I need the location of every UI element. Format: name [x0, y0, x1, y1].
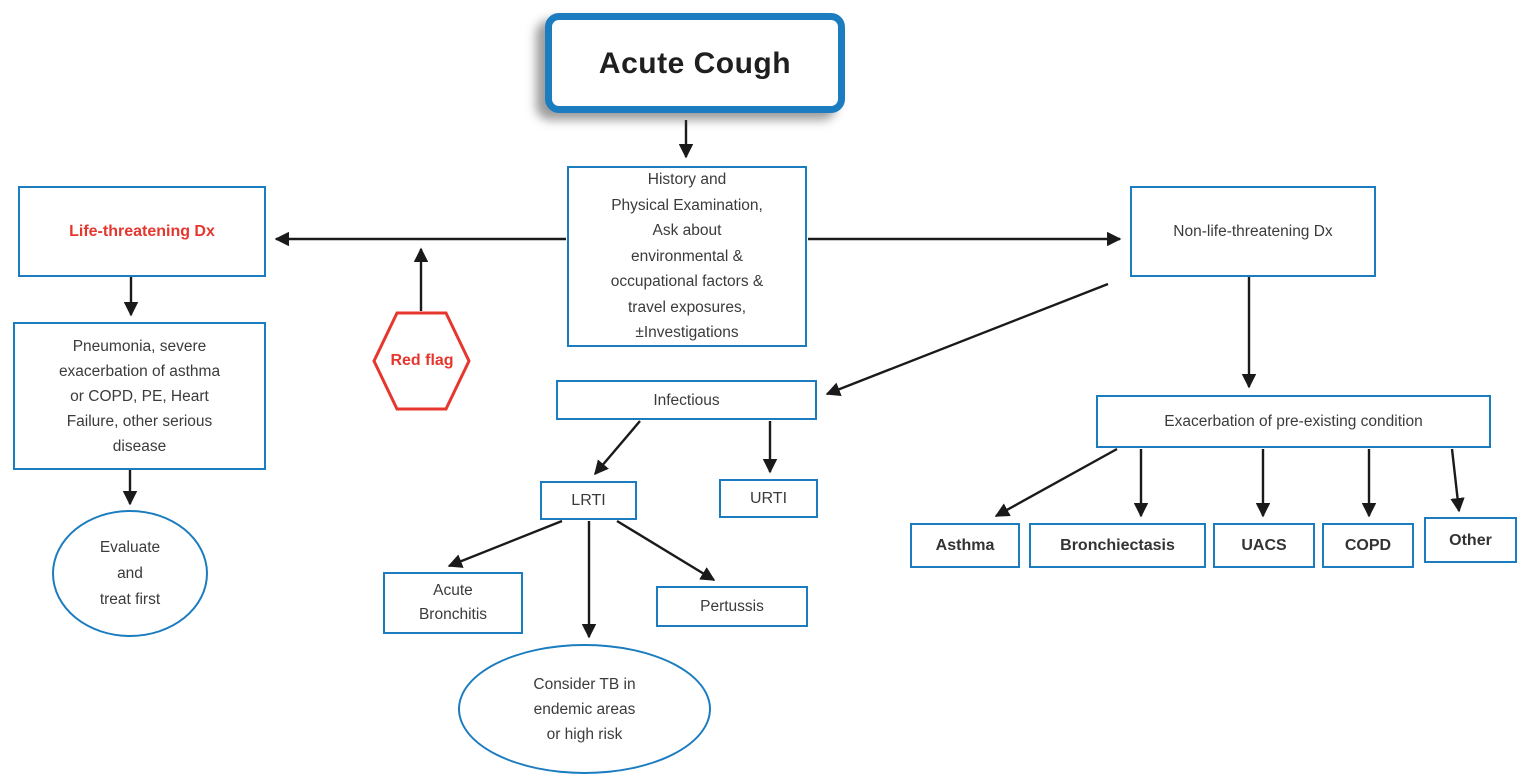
node-pneumonia-serious-disease: Pneumonia, severe exacerbation of asthma… [13, 322, 266, 470]
node-acute-cough-label: Acute Cough [598, 46, 792, 80]
node-infectious: Infectious [556, 380, 817, 420]
node-pertussis: Pertussis [656, 586, 808, 627]
node-lrti-label: LRTI [571, 492, 606, 509]
node-other-label: Other [1449, 531, 1492, 549]
node-history-label: History and Physical Examination, Ask ab… [610, 171, 764, 342]
node-consider-tb-label: Consider TB in endemic areas or high ris… [533, 675, 636, 743]
node-asthma: Asthma [910, 523, 1020, 568]
node-life-threatening-dx: Life-threatening Dx [18, 186, 266, 277]
node-non-life-threatening-dx: Non-life-threatening Dx [1130, 186, 1376, 277]
node-life-threatening-label: Life-threatening Dx [69, 223, 215, 240]
node-uacs: UACS [1213, 523, 1315, 568]
node-urti: URTI [719, 479, 818, 518]
node-exacerbation-pre-existing: Exacerbation of pre-existing condition [1096, 395, 1491, 448]
arrow-lrti-to-pertussis [616, 519, 716, 582]
node-red-flag: Red flag [382, 332, 462, 390]
node-red-flag-label: Red flag [390, 352, 454, 369]
node-copd: COPD [1322, 523, 1414, 568]
arrow-exacerbation-to-asthma [994, 447, 1118, 518]
node-evaluate-label: Evaluate and treat first [99, 538, 161, 608]
node-acute-cough: Acute Cough [545, 13, 845, 113]
node-copd-label: COPD [1344, 537, 1392, 554]
node-non-life-threatening-label: Non-life-threatening Dx [1173, 223, 1333, 240]
node-bronchiectasis: Bronchiectasis [1029, 523, 1206, 568]
node-asthma-label: Asthma [935, 537, 995, 554]
arrow-lrti-to-acute-bronchitis [447, 519, 563, 568]
arrow-exacerbation-to-other [1450, 448, 1465, 513]
node-consider-tb: Consider TB in endemic areas or high ris… [458, 644, 711, 774]
node-acute-bronchitis: Acute Bronchitis [383, 572, 523, 634]
node-infectious-label: Infectious [653, 391, 720, 409]
node-urti-label: URTI [749, 490, 788, 507]
arrow-infectious-to-lrti [594, 420, 641, 476]
node-acute-bronchitis-label: Acute Bronchitis [418, 582, 488, 623]
arrow-non-life-to-infectious [825, 282, 1109, 396]
node-history-physical-exam: History and Physical Examination, Ask ab… [567, 166, 807, 347]
node-other: Other [1424, 517, 1517, 563]
node-pneumonia-label: Pneumonia, severe exacerbation of asthma… [58, 337, 221, 455]
node-exacerbation-label: Exacerbation of pre-existing condition [1164, 413, 1423, 430]
red-flag-hexagon [372, 311, 471, 411]
node-uacs-label: UACS [1241, 537, 1287, 554]
node-lrti: LRTI [540, 481, 637, 520]
node-bronchiectasis-label: Bronchiectasis [1060, 537, 1175, 554]
node-pertussis-label: Pertussis [700, 598, 764, 615]
node-evaluate-treat-first: Evaluate and treat first [52, 510, 208, 637]
